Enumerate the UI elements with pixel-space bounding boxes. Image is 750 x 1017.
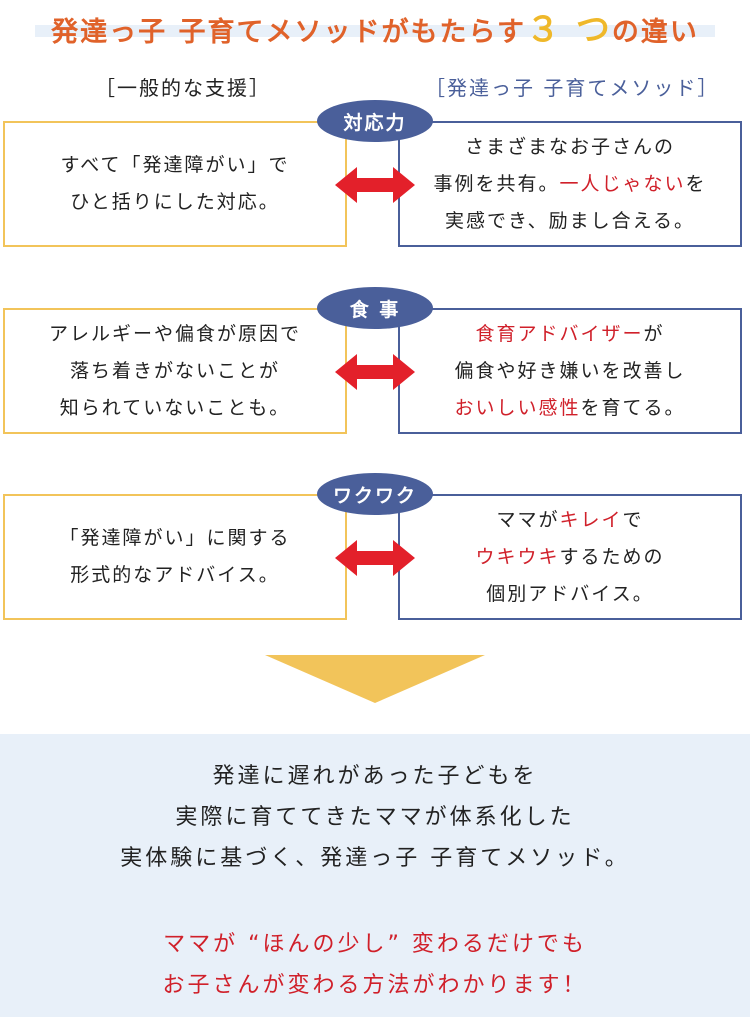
header-general-support: ［一般的な支援］ (95, 76, 271, 100)
highlight-text: 食育アドバイザー (475, 322, 644, 345)
down-triangle-icon (265, 655, 485, 703)
text-line: 事例を共有。一人じゃないを (433, 172, 707, 195)
text-line: ママがキレイで (496, 508, 644, 531)
title-text: 発達っ子 子育てメソッドがもたらす (51, 17, 526, 48)
text-line: 偏食や好き嫌いを改善し (454, 359, 686, 382)
page-title: 発達っ子 子育てメソッドがもたらす３ つの違い (0, 2, 750, 51)
text-line: ママが “ほんの少し” 変わるだけでも (163, 932, 587, 957)
text-line: おいしい感性を育てる。 (454, 396, 686, 419)
highlight-text: 一人じゃない (559, 172, 686, 195)
summary-text: 発達に遅れがあった子どもを 実際に育ててきたママが体系化した 実体験に基づく、発… (0, 756, 750, 879)
row2-left-box: アレルギーや偏食が原因で落ち着きがないことが知られていないことも。 (3, 308, 347, 434)
summary-highlight: ママが “ほんの少し” 変わるだけでも お子さんが変わる方法がわかります！ (0, 924, 750, 1006)
highlight-text: キレイ (559, 508, 623, 531)
badge-taiouryoku: 対応力 (317, 100, 433, 142)
header-method: ［発達っ子 子育てメソッド］ (425, 76, 720, 100)
double-arrow-icon (335, 354, 415, 390)
highlight-text: ウキウキ (475, 545, 560, 568)
highlight-text: おいしい感性 (454, 396, 581, 419)
row2-right-box: 食育アドバイザーが 偏食や好き嫌いを改善し おいしい感性を育てる。 (398, 308, 742, 434)
text-line: 落ち着きがないことが (69, 359, 280, 382)
text-line: 実体験に基づく、発達っ子 子育てメソッド。 (120, 846, 630, 871)
text-line: 食育アドバイザーが (475, 322, 665, 345)
text-line: 「発達障がい」に関する (59, 527, 291, 549)
text-line: ひと括りにした対応。 (70, 191, 280, 213)
text-line: 実感でき、励まし合える。 (444, 209, 696, 232)
badge-wakuwaku: ワクワク (317, 473, 433, 515)
double-arrow-icon (335, 167, 415, 203)
text-line: 形式的なアドバイス。 (70, 564, 280, 586)
summary-section: 発達に遅れがあった子どもを 実際に育ててきたママが体系化した 実体験に基づく、発… (0, 734, 750, 1017)
text-line: 個別アドバイス。 (486, 582, 654, 605)
text-line: 知られていないことも。 (59, 396, 291, 419)
row1-right-box: さまざまなお子さんの 事例を共有。一人じゃないを 実感でき、励まし合える。 (398, 121, 742, 247)
row1-left-box: すべて「発達障がい」でひと括りにした対応。 (3, 121, 347, 247)
title-number: ３ つ (526, 10, 612, 50)
text-line: お子さんが変わる方法がわかります！ (162, 973, 588, 998)
title-underline (35, 25, 715, 37)
double-arrow-icon (335, 540, 415, 576)
text-line: 実際に育ててきたママが体系化した (175, 805, 575, 830)
text-line: ウキウキするための (475, 545, 665, 568)
text-line: 発達に遅れがあった子どもを (212, 764, 538, 789)
title-suffix: の違い (611, 17, 699, 48)
text-line: アレルギーや偏食が原因で (48, 322, 301, 345)
row3-right-box: ママがキレイで ウキウキするための 個別アドバイス。 (398, 494, 742, 620)
text-line: すべて「発達障がい」で (60, 154, 290, 176)
row3-left-box: 「発達障がい」に関する形式的なアドバイス。 (3, 494, 347, 620)
badge-shokuji: 食 事 (317, 287, 433, 329)
text-line: さまざまなお子さんの (464, 135, 675, 158)
